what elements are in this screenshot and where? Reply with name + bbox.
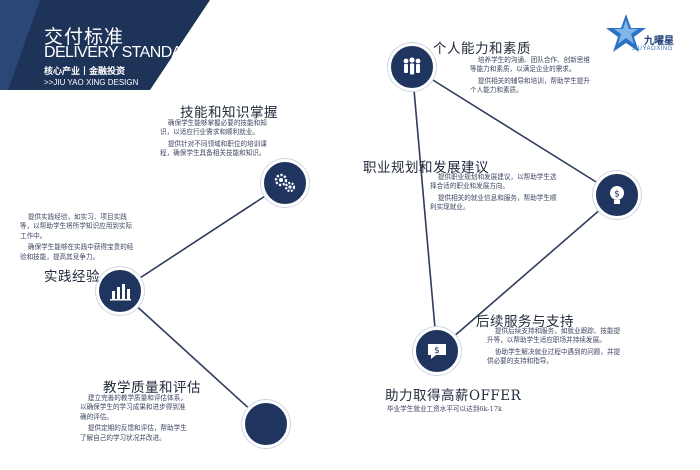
career-text: 提供职业规划和发展建议，以帮助学生选择合适的职业和发展方向。 提供相关的就业信息… <box>430 173 562 215</box>
personal-para-1: 培养学生的沟通、团队合作、创新思维等能力和素质，以满足企业的需求。 <box>470 56 590 74</box>
logo-name-en: JIUYAOXING <box>632 46 673 52</box>
connector-line <box>119 182 286 292</box>
quality-heading: 教学质量和评估 <box>103 380 201 396</box>
practice-heading: 实践经验 <box>44 269 100 285</box>
circle-node <box>242 400 290 448</box>
skills-heading: 技能和知识掌握 <box>180 105 278 121</box>
practice-para-2: 确保学生能够在实践中获得宝贵的经验和技能，提高其竞争力。 <box>20 243 134 261</box>
followup-para-2: 协助学生解决就业过程中遇到的问题，并提供必要的支持和指导。 <box>487 347 621 366</box>
salary-heading: 助力取得高薪OFFER <box>385 388 522 404</box>
header-corner-background <box>0 0 210 90</box>
quality-para-1: 建立完善的教学质量和评估体系，以确保学生的学习成果和进步得到准确的评估。 <box>80 394 187 421</box>
salary-text: 毕业学生就业工资水平可以达到6k-17k <box>387 405 503 413</box>
personal-para-2: 提供相关的辅导和培训，帮助学生提升个人能力和素质。 <box>470 76 590 95</box>
quality-para-2: 提供定期的反馈和评估，帮助学生了解自己的学习状况并改进。 <box>80 424 187 442</box>
skills-text: 确保学生能够掌握必要的技能和知识，以适应行业需求和顺利就业。 提供针对不同领域和… <box>160 119 272 161</box>
personal-text: 培养学生的沟通、团队合作、创新思维等能力和素质，以满足企业的需求。 提供相关的辅… <box>470 56 596 98</box>
people-icon <box>388 43 436 91</box>
quality-text: 建立完善的教学质量和评估体系，以确保学生的学习成果和进步得到准确的评估。 提供定… <box>80 394 192 445</box>
followup-para-1: 提供后续支持和服务，如就业跟踪、技能提升等，以帮助学生适应职场并持续发展。 <box>487 327 621 345</box>
skills-para-2: 提供针对不同领域和职位的培训课程，确保学生具备相关技能和知识。 <box>160 139 267 158</box>
career-para-2: 提供相关的就业信息和服务，帮助学生顺利实现就业。 <box>430 193 557 212</box>
page-subtitle: 核心产业丨金融投资 <box>44 67 126 77</box>
logo-name-cn: 九曜星 <box>644 36 674 47</box>
brand-line: >>JIU YAO XING DESIGN <box>44 78 139 87</box>
star-logo-icon <box>606 14 646 52</box>
career-heading: 职业规划和发展建议 <box>363 160 489 176</box>
page-title-cn: 交付标准 <box>44 26 125 48</box>
career-para-1: 提供职业规划和发展建议，以帮助学生选择合适的职业和发展方向。 <box>430 173 557 191</box>
lightbulb-dollar-icon: $ <box>593 171 641 219</box>
svg-text:$: $ <box>614 190 620 200</box>
money-bubble-icon: $ <box>413 327 461 375</box>
connector-line <box>436 194 618 352</box>
page-title-en: DELIVERY STANDARDS <box>44 44 214 61</box>
followup-heading: 后续服务与支持 <box>476 314 574 330</box>
bar-chart-icon <box>96 267 144 315</box>
practice-para-1: 提供实践经验，如实习、项目实践等，以帮助学生将所学知识应用到实际工作中。 <box>20 213 133 240</box>
practice-text: 提供实践经验，如实习、项目实践等，以帮助学生将所学知识应用到实际工作中。 确保学… <box>20 213 136 264</box>
connector-line <box>119 290 267 425</box>
skills-para-1: 确保学生能够掌握必要的技能和知识，以适应行业需求和顺利就业。 <box>160 119 267 137</box>
connector-line <box>411 66 438 352</box>
svg-text:$: $ <box>434 346 440 356</box>
connector-line <box>411 66 618 196</box>
gears-icon <box>261 159 309 207</box>
personal-heading: 个人能力和素质 <box>433 41 531 57</box>
followup-text: 提供后续支持和服务，如就业跟踪、技能提升等，以帮助学生适应职场并持续发展。 协助… <box>487 327 621 369</box>
